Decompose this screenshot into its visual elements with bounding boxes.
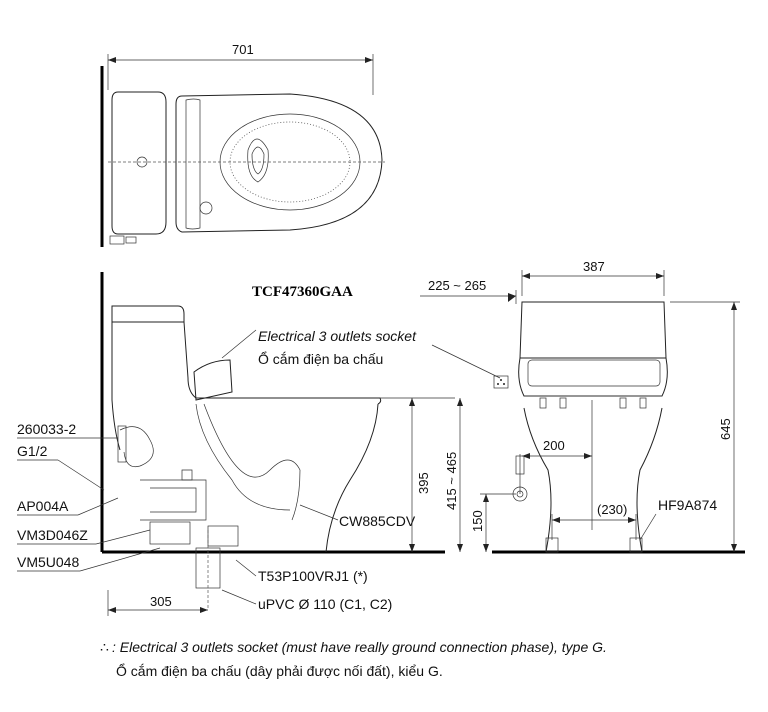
socket-label-vi: Ổ cắm điện ba chấu	[258, 350, 383, 367]
front-pedestal	[523, 407, 552, 553]
label-g12: G1/2	[17, 443, 48, 459]
label-vm5u048: VM5U048	[17, 554, 79, 570]
dim-645: 645	[718, 418, 733, 440]
dim-305: 305	[150, 594, 172, 609]
dim-415-465: 415 ~ 465	[444, 452, 459, 510]
front-tank	[519, 301, 667, 359]
footnote-line-2: Ổ cắm điện ba chấu (dây phải được nối đấ…	[116, 662, 443, 679]
label-260033: 260033-2	[17, 421, 76, 437]
socket-label-en: Electrical 3 outlets socket	[258, 328, 417, 344]
dim-150: 150	[470, 510, 485, 532]
model-number: TCF47360GAA	[252, 284, 353, 300]
dim-230: (230)	[597, 502, 627, 517]
dim-200: 200	[543, 438, 565, 453]
footnote-symbol: ∴	[100, 639, 109, 655]
label-vm3d046z: VM3D046Z	[17, 527, 88, 543]
front-view: 225 ~ 265 387	[420, 259, 745, 554]
top-tank	[111, 91, 167, 235]
side-seat	[193, 359, 233, 401]
front-supply-valve	[512, 454, 528, 502]
seat-hardware	[539, 397, 647, 409]
label-hf9a874: HF9A874	[658, 497, 717, 513]
socket-symbol	[493, 375, 509, 389]
footnote-line-1: : Electrical 3 outlets socket (must have…	[112, 639, 607, 655]
side-bowl	[325, 403, 379, 553]
side-tank	[111, 305, 185, 323]
side-view: TCF47360GAA Electrical 3 outlets socket …	[17, 272, 516, 616]
top-view: 701	[100, 42, 385, 247]
label-upvc: uPVC Ø 110 (C1, C2)	[258, 596, 392, 612]
dim-225-265: 225 ~ 265	[428, 278, 486, 293]
label-ap004a: AP004A	[17, 498, 69, 514]
dim-395: 395	[416, 472, 431, 494]
dim-387: 387	[583, 259, 605, 274]
dim-701: 701	[232, 42, 254, 57]
top-bowl	[175, 93, 383, 233]
label-cw885cdv: CW885CDV	[339, 513, 416, 529]
label-t53p100vrj1: T53P100VRJ1 (*)	[258, 568, 368, 584]
front-seat	[518, 357, 668, 397]
footnote: ∴ : Electrical 3 outlets socket (must ha…	[100, 639, 607, 679]
